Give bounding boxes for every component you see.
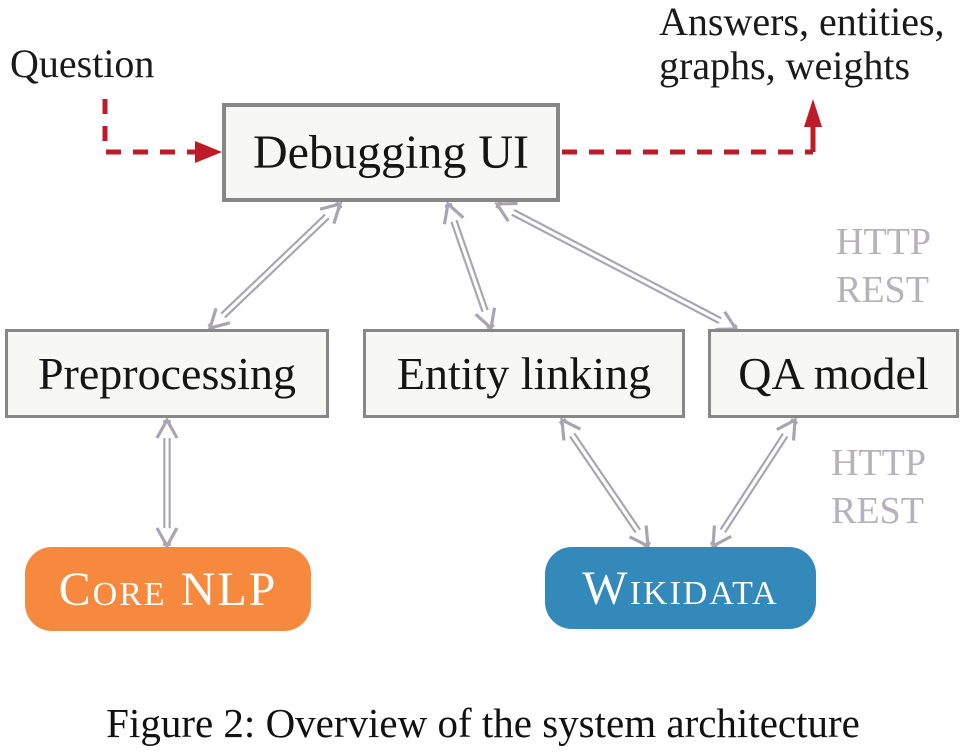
outputs-label-line2: graphs, weights xyxy=(659,43,911,88)
http-rest-label-top: HTTP REST xyxy=(836,218,931,314)
edge-qa-model-wikidata xyxy=(709,417,799,549)
outputs-label-line1: Answers, entities, xyxy=(659,0,945,44)
node-preprocessing: Preprocessing xyxy=(5,329,329,418)
question-label: Question xyxy=(10,41,155,86)
http-rest-label-bottom: HTTP REST xyxy=(831,439,926,535)
node-qa-model: QA model xyxy=(708,329,959,418)
red-arrowhead-right xyxy=(195,141,222,163)
node-wikidata: Wikidata xyxy=(545,547,816,629)
http-rest-bottom-line2: REST xyxy=(831,490,924,532)
http-rest-top-line1: HTTP xyxy=(836,221,931,263)
figure-caption: Figure 2: Overview of the system archite… xyxy=(106,700,860,746)
http-rest-top-line2: REST xyxy=(836,269,929,311)
edge-debugging-ui-to-answers xyxy=(562,99,822,155)
edge-debugging-ui-qa-model xyxy=(494,200,739,333)
node-core-nlp: Core NLP xyxy=(25,547,311,631)
edge-question-to-debugging-ui xyxy=(102,99,222,163)
node-debugging-ui: Debugging UI xyxy=(222,103,560,202)
outputs-label: Answers, entities, graphs, weights xyxy=(659,0,945,88)
http-rest-bottom-line1: HTTP xyxy=(831,442,926,484)
red-arrowhead-up xyxy=(804,99,822,127)
edge-entity-linking-wikidata xyxy=(558,417,652,549)
node-entity-linking: Entity linking xyxy=(363,329,685,418)
edge-debugging-ui-preprocessing xyxy=(207,201,343,331)
edge-debugging-ui-entity-linking xyxy=(442,200,497,332)
